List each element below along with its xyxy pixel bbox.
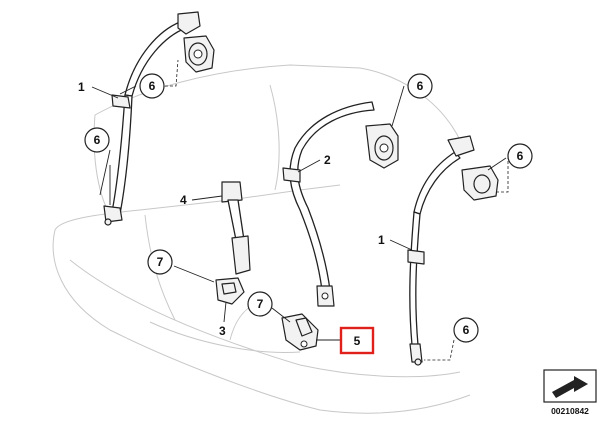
part-label-belt-left: 1: [78, 80, 85, 94]
center-buckle: [281, 313, 319, 351]
svg-text:6: 6: [463, 323, 470, 337]
part-label-belt-right: 1: [378, 233, 385, 247]
right-outer-belt: [407, 151, 461, 366]
reference-number: 00210842: [551, 406, 589, 416]
part-label-belt-center: 2: [324, 153, 331, 167]
reference-arrow-icon: [552, 376, 588, 398]
svg-text:6: 6: [149, 79, 156, 93]
svg-text:7: 7: [257, 297, 264, 311]
leader-lines: [91, 59, 509, 361]
reference-block: 00210842: [543, 369, 597, 416]
callout-6-left-top: 6: [139, 73, 165, 99]
svg-text:6: 6: [94, 133, 101, 147]
callout-6-right-bottom: 6: [453, 317, 479, 343]
part-label-buckle-left: 3: [219, 324, 226, 338]
highlighted-label-text: 5: [354, 334, 361, 348]
highlighted-part-label[interactable]: 5: [339, 326, 375, 355]
rear-seat-outline: [52, 64, 471, 414]
callout-7-lower-left: 7: [147, 249, 173, 275]
right-retractor: [447, 135, 499, 201]
part-label-buckle-latch: 4: [180, 193, 187, 207]
callout-6-right-top: 6: [407, 73, 433, 99]
svg-text:7: 7: [157, 255, 164, 269]
left-retractor: [177, 11, 215, 73]
part-number-labels: 1 1 2 3 4: [78, 80, 385, 338]
callout-6-right-side: 6: [507, 143, 533, 169]
svg-text:6: 6: [417, 79, 424, 93]
center-belt: [282, 101, 375, 307]
buckle-latch: [221, 181, 251, 275]
circle-callouts: 6 6 6 6 6 7 7: [84, 73, 533, 343]
center-retractor: [365, 123, 399, 169]
callout-7-lower-center: 7: [247, 291, 273, 317]
callout-6-left-mid: 6: [84, 127, 110, 153]
left-buckle: [215, 277, 245, 305]
svg-text:6: 6: [517, 149, 524, 163]
left-outer-belt: [103, 21, 187, 226]
